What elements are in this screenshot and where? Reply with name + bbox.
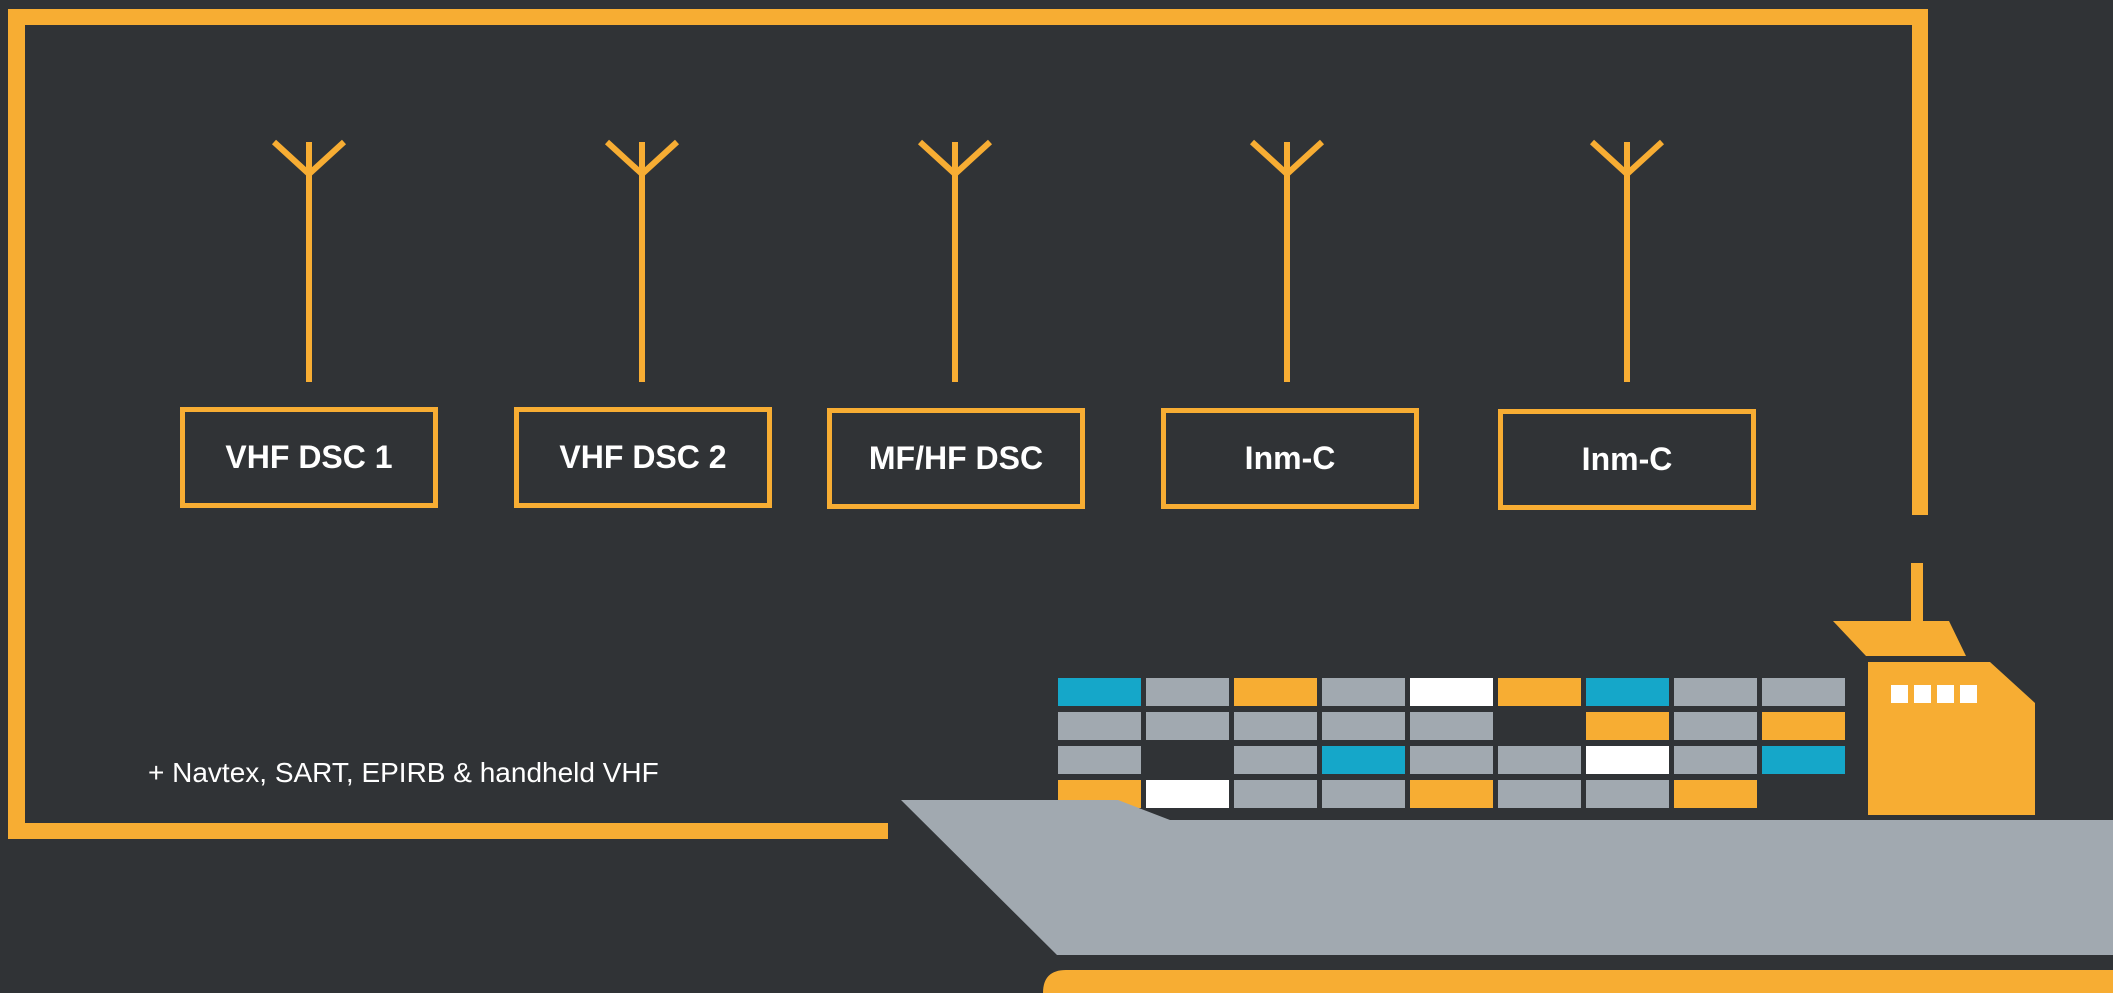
bridge-frame <box>8 9 1928 839</box>
container-block <box>1410 780 1493 808</box>
container-block <box>1146 678 1229 706</box>
container-block <box>1586 712 1669 740</box>
radio-box-inm-c-2: Inm-C <box>1498 409 1756 510</box>
antenna-icon <box>604 139 680 382</box>
footnote-text: + Navtex, SART, EPIRB & handheld VHF <box>148 757 659 788</box>
radio-box-inm-c-1: Inm-C <box>1161 408 1419 509</box>
container-block <box>1674 746 1757 774</box>
container-block <box>1674 780 1757 808</box>
container-block <box>1146 780 1229 808</box>
antenna-icon <box>1249 139 1325 382</box>
container-block <box>1762 678 1845 706</box>
container-block <box>1674 712 1757 740</box>
container-block <box>1498 746 1581 774</box>
radio-label: MF/HF DSC <box>868 440 1044 476</box>
antenna-icon <box>917 139 993 382</box>
container-block <box>1498 780 1581 808</box>
container-block <box>1674 678 1757 706</box>
container-block <box>1058 746 1141 774</box>
container-block <box>1058 712 1141 740</box>
radio-box-vhf-dsc-1: VHF DSC 1 <box>180 407 438 508</box>
container-block <box>1322 780 1405 808</box>
container-block <box>1322 712 1405 740</box>
container-block <box>1234 712 1317 740</box>
ship-windows <box>1891 685 1977 703</box>
container-block <box>1586 678 1669 706</box>
container-block <box>1410 712 1493 740</box>
container-block <box>1498 678 1581 706</box>
ship-hull <box>901 800 2113 955</box>
container-block <box>1762 780 1845 808</box>
container-block <box>1586 746 1669 774</box>
container-block <box>1234 780 1317 808</box>
radio-box-mf-hf-dsc: MF/HF DSC <box>827 408 1085 509</box>
container-block <box>1322 746 1405 774</box>
radio-label: VHF DSC 2 <box>559 439 727 475</box>
container-block <box>1410 746 1493 774</box>
container-block <box>1058 678 1141 706</box>
antenna-group <box>271 139 1665 382</box>
container-block <box>1586 780 1669 808</box>
radio-box-vhf-dsc-2: VHF DSC 2 <box>514 407 772 508</box>
container-block <box>1762 746 1845 774</box>
antenna-icon <box>1589 139 1665 382</box>
ship-illustration <box>901 563 2113 993</box>
radio-label: VHF DSC 1 <box>225 439 393 475</box>
ship-bridge-tower <box>1833 563 2035 815</box>
container-block <box>1322 678 1405 706</box>
container-block <box>1234 678 1317 706</box>
container-block <box>1146 712 1229 740</box>
radio-label: Inm-C <box>1581 441 1673 477</box>
ship-waterline <box>1043 970 2113 993</box>
container-stack <box>1058 678 1845 808</box>
container-block <box>1234 746 1317 774</box>
container-block <box>1146 746 1229 774</box>
radio-label: Inm-C <box>1244 440 1336 476</box>
container-block <box>1498 712 1581 740</box>
container-block <box>1762 712 1845 740</box>
antenna-icon <box>271 139 347 382</box>
container-block <box>1410 678 1493 706</box>
